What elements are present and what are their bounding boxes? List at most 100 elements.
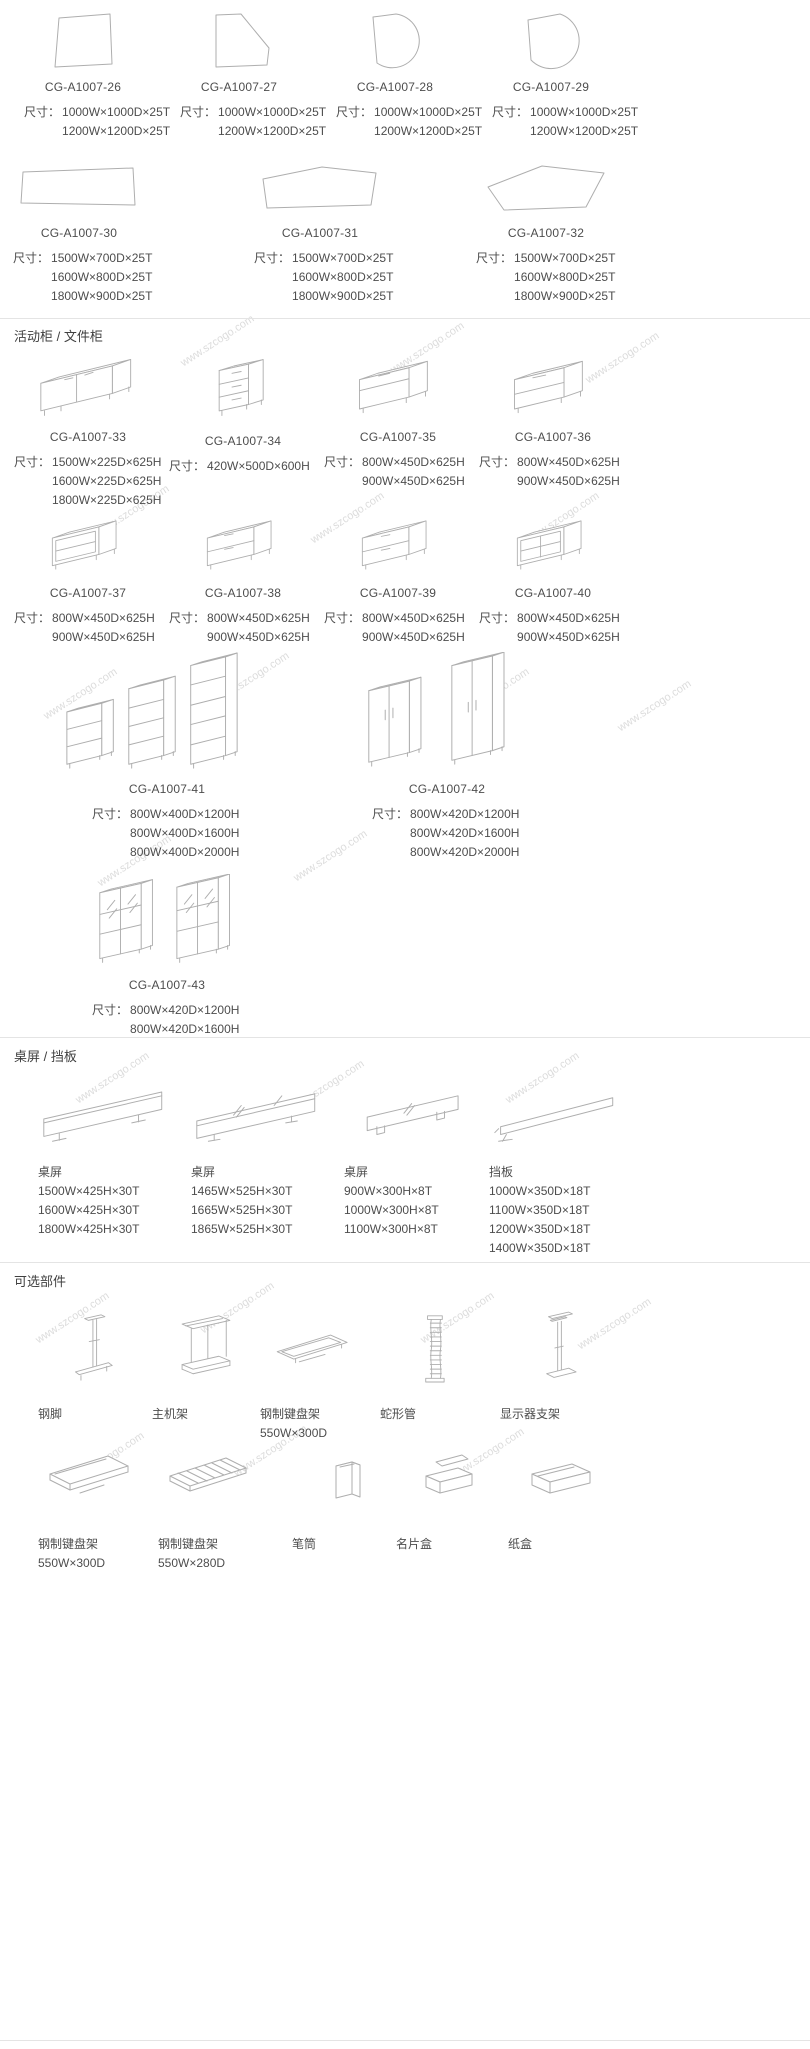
product-card: CG-A1007-39 尺寸： 800W×450D×625H 900W×450D… [324, 512, 472, 647]
size-values: 1000W×1000D×25T 1200W×1200D×25T [374, 105, 483, 138]
size-prefix: 尺寸： [324, 455, 361, 469]
product-card: 纸盒 [508, 1438, 616, 1554]
product-code: CG-A1007-31 [281, 226, 359, 240]
size-prefix: 尺寸： [24, 105, 61, 119]
size-prefix: 尺寸： [479, 455, 516, 469]
size-prefix: 尺寸： [169, 611, 206, 625]
product-name: 名片盒 [396, 1537, 433, 1551]
size-prefix: 尺寸： [13, 251, 50, 265]
product-size: 尺寸： 800W×450D×625H 900W×450D×625H [479, 609, 627, 647]
modesty-panel-drawing [489, 1080, 634, 1154]
size-values: 800W×450D×625H 900W×450D×625H [362, 611, 465, 644]
section-divider [0, 2040, 810, 2041]
keyboard-tray-drawing [260, 1302, 368, 1396]
cg-a1007-29-drawing [492, 6, 610, 70]
size-values: 800W×450D×625H 900W×450D×625H [517, 611, 620, 644]
product-code: CG-A1007-28 [356, 80, 434, 94]
section-title-parts: 可选部件 [14, 1274, 67, 1289]
product-code: CG-A1007-40 [514, 586, 592, 600]
size-prefix: 尺寸： [92, 807, 129, 821]
size-prefix: 尺寸： [254, 251, 291, 265]
product-card: CG-A1007-28 尺寸： 1000W×1000D×25T 1200W×12… [336, 6, 482, 141]
cg-a1007-28-drawing [336, 6, 454, 70]
product-size: 尺寸： 1500W×700D×25T 1600W×800D×25T 1800W×… [13, 249, 152, 306]
product-card: CG-A1007-42 尺寸： 800W×420D×1200H 800W×420… [338, 650, 556, 862]
cg-a1007-41-drawing [58, 650, 276, 772]
product-size: 尺寸： 1000W×1000D×25T 1200W×1200D×25T [492, 103, 638, 141]
size-values: 800W×400D×1200H 800W×400D×1600H 800W×400… [130, 807, 240, 859]
product-name: 桌屏 [38, 1165, 63, 1179]
section-divider [0, 318, 810, 319]
product-card: 蛇形管 [380, 1302, 488, 1424]
product-code: CG-A1007-36 [514, 430, 592, 444]
product-name: 钢脚 [38, 1407, 63, 1421]
product-code: CG-A1007-27 [200, 80, 278, 94]
size-prefix: 尺寸： [492, 105, 529, 119]
product-card: 笔筒 [292, 1438, 400, 1554]
desk-screen-drawing [38, 1080, 183, 1154]
cg-a1007-37-drawing [14, 512, 162, 576]
product-code: CG-A1007-43 [128, 978, 206, 992]
desk-screen-acrylic-drawing [344, 1080, 489, 1154]
size-values: 420W×500D×600H [207, 459, 310, 473]
keyboard-tray-pad-drawing [38, 1438, 146, 1526]
product-size: 尺寸： 1000W×1000D×25T 1200W×1200D×25T [180, 103, 326, 141]
product-size: 尺寸： 1500W×700D×25T 1600W×800D×25T 1800W×… [254, 249, 393, 306]
product-size: 900W×300H×8T 1000W×300H×8T 1100W×300H×8T [344, 1184, 439, 1236]
section-title-cabinets: 活动柜 / 文件柜 [14, 329, 103, 344]
product-code: CG-A1007-39 [359, 586, 437, 600]
size-prefix: 尺寸： [180, 105, 217, 119]
product-size: 550W×300D [260, 1426, 328, 1440]
cg-a1007-36-drawing [479, 352, 627, 420]
product-size: 尺寸： 1500W×225D×625H 1600W×225D×625H 1800… [14, 453, 162, 510]
product-name: 纸盒 [508, 1537, 533, 1551]
cg-a1007-33-drawing [14, 352, 162, 420]
size-values: 800W×450D×625H 900W×450D×625H [362, 455, 465, 488]
product-size: 尺寸： 800W×420D×1200H 800W×420D×1600H [58, 1001, 276, 1039]
product-name: 主机架 [152, 1407, 189, 1421]
card-box-drawing [396, 1438, 504, 1526]
product-size: 1500W×425H×30T 1600W×425H×30T 1800W×425H… [38, 1184, 140, 1236]
size-prefix: 尺寸： [476, 251, 513, 265]
size-values: 1500W×225D×625H 1600W×225D×625H 1800W×22… [52, 455, 162, 507]
product-card: CG-A1007-40 尺寸： 800W×450D×625H 900W×450D… [479, 512, 627, 647]
steel-leg-drawing [38, 1302, 146, 1396]
paper-tray-drawing [508, 1438, 616, 1526]
product-name: 显示器支架 [500, 1407, 561, 1421]
cg-a1007-32-drawing [476, 158, 616, 216]
product-name: 钢制键盘架 [260, 1407, 321, 1421]
cg-a1007-26-drawing [24, 6, 142, 70]
size-values: 800W×450D×625H 900W×450D×625H [517, 455, 620, 488]
size-prefix: 尺寸： [14, 611, 51, 625]
size-prefix: 尺寸： [372, 807, 409, 821]
cg-a1007-35-drawing [324, 352, 472, 420]
pen-holder-drawing [292, 1438, 400, 1526]
cg-a1007-38-drawing [169, 512, 317, 576]
keyboard-tray-mesh-drawing [158, 1438, 266, 1526]
product-card: 钢脚 [38, 1302, 146, 1424]
size-values: 1500W×700D×25T 1600W×800D×25T 1800W×900D… [51, 251, 153, 303]
product-card: CG-A1007-31 尺寸： 1500W×700D×25T 1600W×800… [254, 158, 393, 306]
product-card: 名片盒 [396, 1438, 504, 1554]
size-values: 1500W×700D×25T 1600W×800D×25T 1800W×900D… [292, 251, 394, 303]
product-size: 尺寸： 420W×500D×600H [169, 457, 317, 476]
product-code: CG-A1007-26 [44, 80, 122, 94]
product-card: CG-A1007-33 尺寸： 1500W×225D×625H 1600W×22… [14, 352, 162, 510]
product-size: 尺寸： 1000W×1000D×25T 1200W×1200D×25T [24, 103, 170, 141]
product-card: CG-A1007-32 尺寸： 1500W×700D×25T 1600W×800… [476, 158, 616, 306]
cpu-holder-drawing [152, 1302, 260, 1396]
size-prefix: 尺寸： [169, 459, 206, 473]
cg-a1007-34-drawing [169, 352, 317, 424]
cg-a1007-27-drawing [180, 6, 298, 70]
product-size: 尺寸： 800W×450D×625H 900W×450D×625H [324, 609, 472, 647]
size-values: 800W×450D×625H 900W×450D×625H [207, 611, 310, 644]
size-prefix: 尺寸： [324, 611, 361, 625]
size-prefix: 尺寸： [92, 1003, 129, 1017]
product-size: 1000W×350D×18T 1100W×350D×18T 1200W×350D… [489, 1184, 591, 1255]
product-name: 钢制键盘架 [158, 1537, 219, 1551]
product-size: 尺寸： 800W×400D×1200H 800W×400D×1600H 800W… [58, 805, 276, 862]
product-size: 550W×280D [158, 1556, 226, 1570]
size-values: 800W×420D×1200H 800W×420D×1600H 800W×420… [410, 807, 520, 859]
product-card: 显示器支架 [500, 1302, 608, 1424]
product-card: CG-A1007-27 尺寸： 1000W×1000D×25T 1200W×12… [180, 6, 326, 141]
